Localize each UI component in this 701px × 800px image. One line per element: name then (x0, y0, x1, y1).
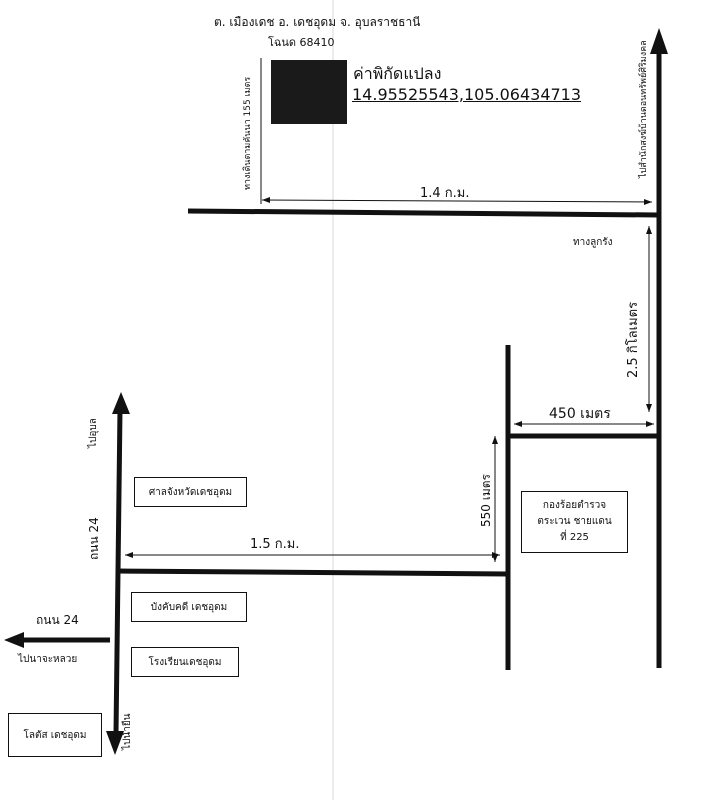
dist-1-4km-label: 1.4 ก.ม. (420, 186, 470, 201)
border-police-line-2: ตระเวน ชายแดน (537, 516, 612, 527)
field-path-label: ทางเดินตามคันนา 155 เมตร (243, 76, 253, 190)
lotus-box: โลตัส เดชอุดม (8, 713, 102, 757)
arrow-head (644, 199, 652, 205)
parcel-swatch (271, 60, 347, 124)
coord-value: 14.95525543,105.06434713 (352, 85, 582, 104)
address-line: ต. เมืองเดช อ. เดชอุดม จ. อุบลราชธานี (214, 15, 421, 29)
arrow-head (514, 421, 522, 427)
border-police-box: กองร้อยตำรวจ ตระเวน ชายแดน ที่ 225 (521, 491, 628, 553)
school-box: โรงเรียนเดชอุดม (131, 647, 239, 677)
arrow-left-icon (4, 632, 24, 648)
lower-road (117, 568, 509, 577)
dim-line-1-4km (261, 199, 653, 203)
to-ubon-label: ไปอุบล (88, 418, 99, 448)
border-police-line-3: ที่ 225 (560, 532, 589, 543)
arrow-up-icon (112, 392, 130, 414)
lotus-label: โลตัส เดชอุดม (23, 729, 87, 741)
dist-1-5km-label: 1.5 ก.ม. (250, 537, 300, 552)
top-road (187, 208, 659, 218)
arrow-head (492, 552, 500, 558)
highway-24-vertical (113, 409, 123, 734)
arrow-head (262, 197, 270, 203)
arrow-down-icon (106, 731, 124, 755)
arrow-head (646, 421, 654, 427)
enforcement-box: บังคับคดี เดชอุดม (131, 592, 247, 622)
road-24-horizontal-label: ถนน 24 (36, 613, 79, 627)
school-label: โรงเรียนเดชอุดม (148, 656, 222, 668)
postal-label: โฉนด 68410 (268, 36, 335, 49)
enforcement-label: บังคับคดี เดชอุดม (150, 601, 228, 613)
coord-label: ค่าพิกัดแปลง (353, 64, 442, 83)
to-nachaluay-label: ไปนาจะหลวย (18, 654, 78, 665)
arrow-head (492, 436, 498, 444)
court-box: ศาลจังหวัดเดชอุดม (134, 477, 247, 507)
arrow-up-icon (650, 28, 668, 54)
dist-550m-label: 550 เมตร (479, 474, 493, 527)
border-police-line-1: กองร้อยตำรวจ (542, 500, 607, 511)
arrow-head (646, 226, 652, 234)
arrow-head (646, 404, 652, 412)
to-nam-yuen-label: ไปน้ำยืน (122, 713, 133, 750)
dist-450m-label: 450 เมตร (549, 406, 611, 422)
arrow-head (125, 552, 133, 558)
court-label: ศาลจังหวัดเดชอุดม (148, 486, 233, 498)
dist-2-5km-label: 2.5 กิโลเมตร (626, 301, 641, 378)
right-road-destination: ไปสำนักสงฆ์บ้านดอนทรัพย์ศิริมงคล (639, 40, 649, 178)
road-24-vertical-label: ถนน 24 (87, 517, 101, 560)
laterite-road-label: ทางลูกรัง (573, 237, 613, 248)
